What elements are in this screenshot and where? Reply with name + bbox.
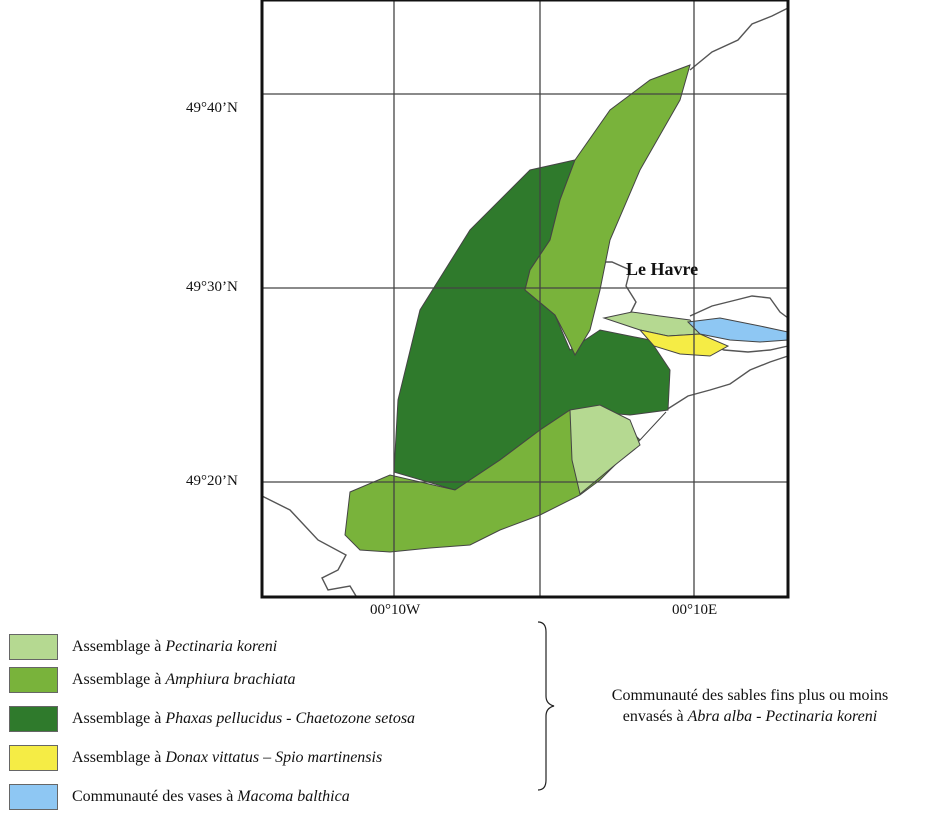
- legend-item-phaxas: Assemblage à Phaxas pellucidus - Chaetoz…: [9, 706, 415, 732]
- latitude-label: 49°30’N: [186, 279, 238, 295]
- legend-swatch: [9, 784, 58, 810]
- legend-swatch: [9, 706, 58, 732]
- legend-label: Assemblage à Phaxas pellucidus - Chaetoz…: [72, 710, 416, 727]
- legend-label: Communauté des vases à Macoma balthica: [72, 788, 350, 805]
- map-frame-border: [260, 0, 790, 599]
- legend-item-pectinaria: Assemblage à Pectinaria koreni: [9, 634, 277, 660]
- legend-label: Assemblage à Donax vittatus – Spio marti…: [72, 749, 383, 766]
- coastline-southwest: [261, 495, 357, 597]
- legend-label: Assemblage à Pectinaria koreni: [72, 638, 278, 655]
- city-label-le-havre: Le Havre: [626, 259, 699, 279]
- community-label-line1: Communauté des sables fins plus ou moins: [611, 687, 889, 704]
- longitude-label: 00°10W: [370, 602, 421, 618]
- legend-swatch: [9, 634, 58, 660]
- legend-swatch: [9, 745, 58, 771]
- coastline-southeast: [665, 355, 789, 411]
- legend-item-amphiura: Assemblage à Amphiura brachiata: [9, 667, 296, 693]
- coastline-north: [689, 7, 789, 71]
- legend-swatch: [9, 667, 58, 693]
- legend-label: Assemblage à Amphiura brachiata: [72, 671, 296, 688]
- zone-pectinaria-south: [569, 404, 641, 495]
- graticule: [262, 0, 788, 597]
- legend-brace: [537, 621, 555, 791]
- longitude-label: 00°10E: [672, 602, 718, 618]
- coastline-estuary-north: [600, 261, 637, 319]
- coastline-estuary-channel: [689, 295, 789, 319]
- community-label-line2: envasés à Abra alba - Pectinaria koreni: [622, 708, 878, 725]
- community-label: Communauté des sables fins plus ou moins…: [560, 685, 940, 727]
- latitude-label: 49°40’N: [186, 100, 238, 116]
- legend-item-macoma: Communauté des vases à Macoma balthica: [9, 784, 350, 810]
- legend-item-donax: Assemblage à Donax vittatus – Spio marti…: [9, 745, 382, 771]
- zone-donax-vittatus: [638, 329, 730, 357]
- zone-amphiura-north: [524, 64, 691, 357]
- latitude-label: 49°20’N: [186, 473, 238, 489]
